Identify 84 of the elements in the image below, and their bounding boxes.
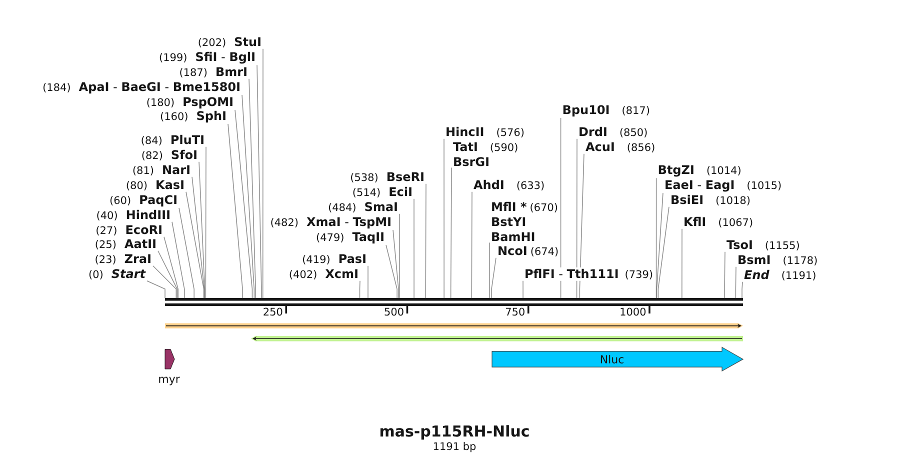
enzyme-site-label: NcoI (674) xyxy=(498,246,558,256)
enzyme-site-label: (27) EcoRI xyxy=(96,225,162,236)
enzyme-site-label: HincII (576) xyxy=(446,126,524,138)
enzyme-site-label: (538) BseRI xyxy=(351,172,424,182)
leader-line xyxy=(152,266,177,298)
enzyme-site-label: (187) BmrI xyxy=(180,67,246,78)
enzyme-site-label: DrdI (850) xyxy=(580,126,647,138)
enzyme-site-label: (402) XcmI xyxy=(290,269,358,280)
leader-line xyxy=(471,192,472,298)
enzyme-site-label: (160) SphI xyxy=(160,110,226,122)
enzyme-site-label: (180) PspOMI xyxy=(147,97,232,108)
leader-line xyxy=(242,94,255,298)
enzyme-site-label: (514) EciI xyxy=(353,186,412,198)
enzyme-site-label: End (1191) xyxy=(744,270,816,280)
dna-backbone xyxy=(165,298,743,306)
map-title: mas-p115RH-Nluc xyxy=(380,425,529,440)
leader-line xyxy=(491,258,496,298)
enzyme-site-label: (60) PaqCI xyxy=(110,195,176,206)
leader-line xyxy=(262,48,264,298)
feature-label: myr xyxy=(159,376,180,386)
enzyme-site-label: (40) HindIII xyxy=(97,210,170,220)
feature-band xyxy=(165,323,743,328)
leader-line xyxy=(450,167,452,298)
enzyme-site-label: BsiEI (1018) xyxy=(672,194,750,206)
leader-line xyxy=(724,252,726,298)
leader-line xyxy=(164,236,178,298)
leader-line xyxy=(256,64,262,298)
scale-label: 250 xyxy=(264,308,282,316)
leader-line xyxy=(186,192,204,298)
leader-line xyxy=(735,266,736,298)
leader-line xyxy=(392,230,399,298)
leader-line xyxy=(192,176,205,298)
leader-line xyxy=(489,242,490,298)
enzyme-site-label: (81) NarI xyxy=(133,165,190,176)
enzyme-site-label: BtgZI (1014) xyxy=(658,165,740,177)
leader-line xyxy=(386,244,398,298)
enzyme-site-label: EaeI - EagI (1015) xyxy=(666,180,781,192)
enzyme-site-label: (484) SmaI xyxy=(328,202,397,212)
enzyme-site-label: (25) AatII xyxy=(96,239,156,250)
enzyme-site-label: (199) SfiI - BglI xyxy=(160,52,254,64)
leader-line xyxy=(198,162,206,298)
enzyme-site-label: (482) XmaI - TspMI xyxy=(271,217,390,228)
sequence-length: 1191 bp xyxy=(434,442,476,452)
leader-line xyxy=(656,178,657,298)
leader-line xyxy=(359,280,360,298)
enzyme-site-label: AhdI (633) xyxy=(474,180,544,190)
enzyme-site-label: Bpu10I (817) xyxy=(563,105,650,116)
enzyme-site-label: (202) StuI xyxy=(198,37,260,48)
leader-line xyxy=(560,118,562,298)
enzyme-site-label: (82) SfoI xyxy=(142,150,196,160)
enzyme-site-label: (184) ApaI - BaeGI - Bme1580I xyxy=(43,82,240,94)
enzyme-site-label: KflI (1067) xyxy=(684,216,752,228)
enzyme-site-label: (80) KasI xyxy=(126,180,184,190)
enzyme-site-label: TatI (590) BsrGI xyxy=(453,142,518,166)
leader-line xyxy=(228,124,243,298)
enzyme-site-label: (23) ZraI xyxy=(96,254,150,264)
enzyme-site-label: (479) TaqII xyxy=(316,232,384,244)
leader-line xyxy=(158,250,178,298)
leader-line xyxy=(656,192,664,298)
enzyme-site-label: (419) PasI xyxy=(303,254,366,264)
leader-line xyxy=(742,282,743,298)
scale-label: 1000 xyxy=(620,308,646,316)
leader-line xyxy=(425,184,426,298)
enzyme-site-label: BsmI (1178) xyxy=(738,255,817,266)
leader-line xyxy=(146,280,166,298)
enzyme-site-label: (84) PluTI xyxy=(142,134,204,146)
enzyme-site-label: MflI * (670) BstYI BamHI xyxy=(492,202,558,242)
leader-line xyxy=(399,214,400,298)
leader-line xyxy=(579,154,584,298)
scale-label: 750 xyxy=(506,308,524,316)
enzyme-site-label: PflFI - Tth111I (739) xyxy=(523,267,655,281)
scale-label: 500 xyxy=(384,308,404,316)
enzyme-site-label: TsoI (1155) xyxy=(726,240,799,250)
leader-line xyxy=(576,138,578,298)
leader-line xyxy=(522,280,524,298)
leader-line xyxy=(234,110,253,298)
enzyme-site-label: AcuI (856) xyxy=(586,142,654,152)
leader-line xyxy=(248,78,256,298)
leader-line xyxy=(205,146,206,298)
leader-line xyxy=(658,206,670,298)
enzyme-site-label: (0) Start xyxy=(89,269,146,280)
leader-line xyxy=(172,222,185,298)
feature-band xyxy=(251,336,743,342)
leader-line xyxy=(178,208,194,298)
